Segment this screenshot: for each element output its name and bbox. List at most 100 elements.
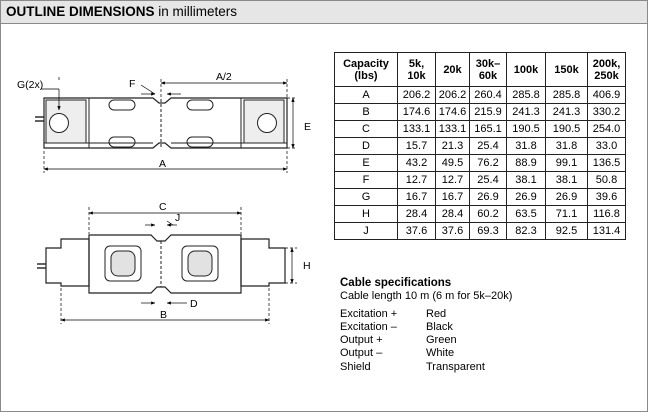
dim-label-a: A [159, 158, 166, 170]
bottom-view-dimensions [60, 207, 297, 324]
cable-length: Cable length 10 m (6 m for 5k–20k) [340, 290, 513, 303]
wire-name: Excitation + [340, 307, 398, 320]
table-cell: 241.3 [506, 103, 546, 121]
top-view-dimensions [41, 77, 297, 173]
table-cell: 88.9 [506, 154, 546, 172]
table-cell: 133.1 [435, 120, 470, 138]
header-5k-10k: 5k,10k [397, 52, 436, 87]
dim-label-e: E [304, 121, 311, 133]
outline-drawing: G(2x) F A/2 E A [17, 71, 311, 324]
row-label: B [334, 103, 398, 121]
table-cell: 76.2 [469, 154, 507, 172]
wire-name: Shield [340, 360, 371, 373]
section-header: OUTLINE DIMENSIONS in millimeters [1, 1, 647, 24]
table-cell: 92.5 [545, 222, 588, 240]
table-cell: 60.2 [469, 205, 507, 223]
table-cell: 190.5 [506, 120, 546, 138]
cable-specifications: Cable specifications Cable length 10 m (… [340, 277, 512, 374]
table-cell: 285.8 [545, 86, 588, 104]
table-cell: 21.3 [435, 137, 470, 155]
row-label: A [334, 86, 398, 104]
wire-color: Black [426, 320, 453, 333]
table-cell: 71.1 [545, 205, 588, 223]
section-title-bold: OUTLINE DIMENSIONS [6, 4, 155, 19]
table-cell: 26.9 [506, 188, 546, 206]
table-cell: 136.5 [587, 154, 626, 172]
table-cell: 26.9 [469, 188, 507, 206]
table-cell: 133.1 [397, 120, 436, 138]
wire-row: Excitation + Red [340, 308, 512, 321]
wire-row: Shield Transparent [340, 361, 512, 374]
table-cell: 131.4 [587, 222, 626, 240]
row-label: J [334, 222, 398, 240]
wire-row: Excitation – Black [340, 321, 512, 334]
table-cell: 285.8 [506, 86, 546, 104]
table-cell: 12.7 [397, 171, 436, 189]
table-cell: 174.6 [435, 103, 470, 121]
bottom-view [37, 234, 286, 294]
dim-label-j: J [175, 212, 180, 224]
dim-label-h: H [303, 260, 311, 272]
table-cell: 43.2 [397, 154, 436, 172]
header-capacity: Capacity(lbs) [334, 52, 398, 87]
table-cell: 25.4 [469, 171, 507, 189]
table-cell: 31.8 [545, 137, 588, 155]
table-cell: 26.9 [545, 188, 588, 206]
wire-color: White [426, 347, 455, 360]
table-header-row: Capacity(lbs) 5k,10k 20k 30k–60k 100k 15… [334, 52, 626, 87]
table-cell: 190.5 [545, 120, 588, 138]
table-cell: 15.7 [397, 137, 436, 155]
wire-name: Output + [340, 334, 383, 347]
table-cell: 50.8 [587, 171, 626, 189]
table-cell: 37.6 [435, 222, 470, 240]
table-cell: 39.6 [587, 188, 626, 206]
table-cell: 99.1 [545, 154, 588, 172]
table-cell: 28.4 [397, 205, 436, 223]
table-cell: 25.4 [469, 137, 507, 155]
section-title: OUTLINE DIMENSIONS in millimeters [6, 4, 237, 19]
wire-color: Green [426, 334, 457, 347]
cable-title: Cable specifications [340, 277, 452, 289]
header-150k: 150k [545, 52, 588, 87]
table-cell: 165.1 [469, 120, 507, 138]
table-cell: 241.3 [545, 103, 588, 121]
table-cell: 49.5 [435, 154, 470, 172]
row-label: G [334, 188, 398, 206]
dim-label-d: D [190, 298, 198, 310]
dim-label-g: G(2x) [17, 79, 43, 91]
table-cell: 330.2 [587, 103, 626, 121]
table-cell: 31.8 [506, 137, 546, 155]
table-cell: 406.9 [587, 86, 626, 104]
table-cell: 38.1 [506, 171, 546, 189]
table-cell: 82.3 [506, 222, 546, 240]
wire-row: Output –White [340, 347, 512, 360]
header-20k: 20k [435, 52, 470, 87]
dim-label-b: B [160, 309, 167, 321]
dim-label-c: C [159, 201, 167, 213]
top-view [35, 97, 288, 149]
dimensions-table: Capacity(lbs) 5k,10k 20k 30k–60k 100k 15… [334, 52, 626, 240]
row-label: H [334, 205, 398, 223]
table-cell: 63.5 [506, 205, 546, 223]
table-cell: 260.4 [469, 86, 507, 104]
table-cell: 215.9 [469, 103, 507, 121]
table-cell: 28.4 [435, 205, 470, 223]
dim-label-f: F [129, 78, 135, 90]
table-cell: 69.3 [469, 222, 507, 240]
dim-label-a-half: A/2 [216, 71, 232, 83]
wire-row: Output + Green [340, 334, 512, 347]
wire-color: Transparent [426, 360, 485, 373]
wire-color: Red [426, 307, 447, 320]
table-cell: 16.7 [435, 188, 470, 206]
wire-name: Excitation – [340, 320, 397, 333]
table-cell: 254.0 [587, 120, 626, 138]
row-label: D [334, 137, 398, 155]
table-cell: 206.2 [397, 86, 436, 104]
